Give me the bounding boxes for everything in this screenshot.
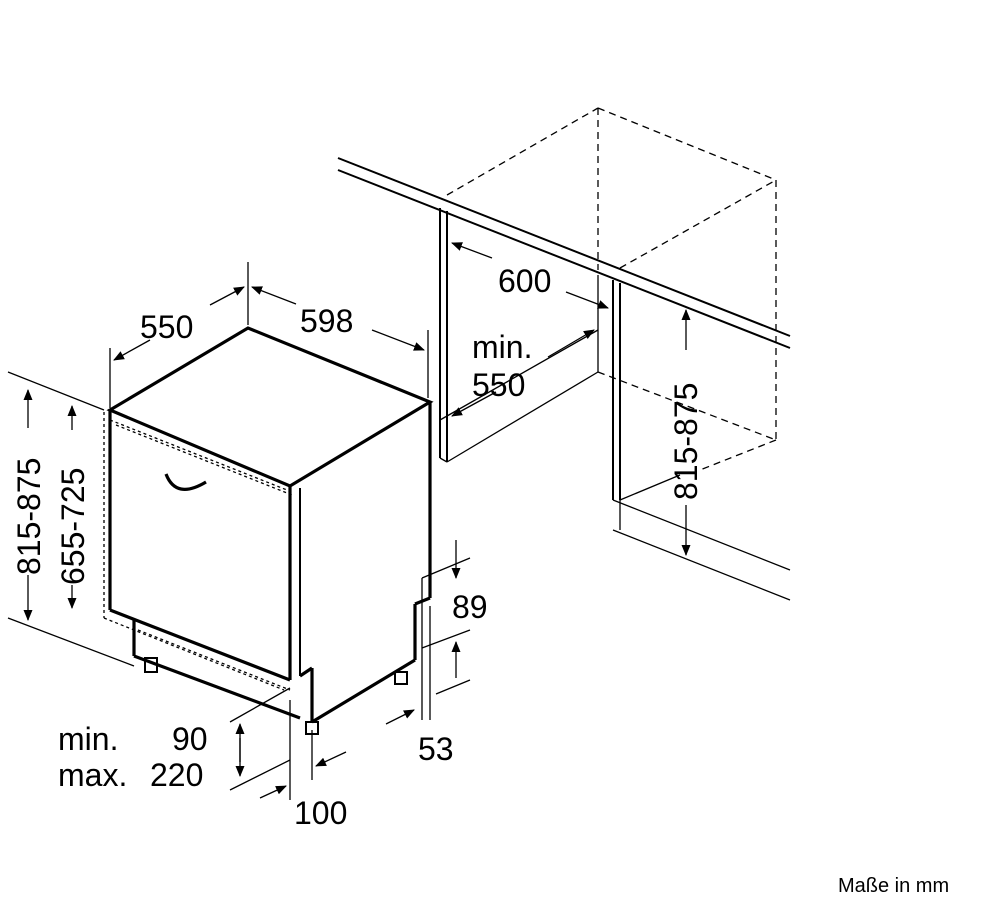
niche-depth-label: 550 (472, 367, 525, 403)
installation-niche (337, 107, 791, 601)
door-height-label: 655-725 (55, 468, 91, 585)
width-label: 598 (300, 303, 353, 339)
foot-max-prefix: max. (58, 757, 127, 793)
foot-min-label: 90 (172, 721, 208, 757)
foot-min-prefix: min. (58, 721, 118, 757)
door-offset-label: 100 (294, 795, 347, 831)
niche-depth-prefix: min. (472, 329, 532, 365)
foot-max-label: 220 (150, 757, 203, 793)
niche-width-label: 600 (498, 263, 551, 299)
dishwasher-body (103, 326, 434, 735)
plinth-bottom-label: 53 (418, 731, 454, 767)
dimension-lines (7, 242, 691, 800)
plinth-top-label: 89 (452, 589, 488, 625)
niche-height-label: 815-875 (668, 383, 704, 500)
appliance-height-label: 815-875 (11, 458, 47, 575)
units-note: Maße in mm (838, 875, 949, 897)
depth-label: 550 (140, 309, 193, 345)
